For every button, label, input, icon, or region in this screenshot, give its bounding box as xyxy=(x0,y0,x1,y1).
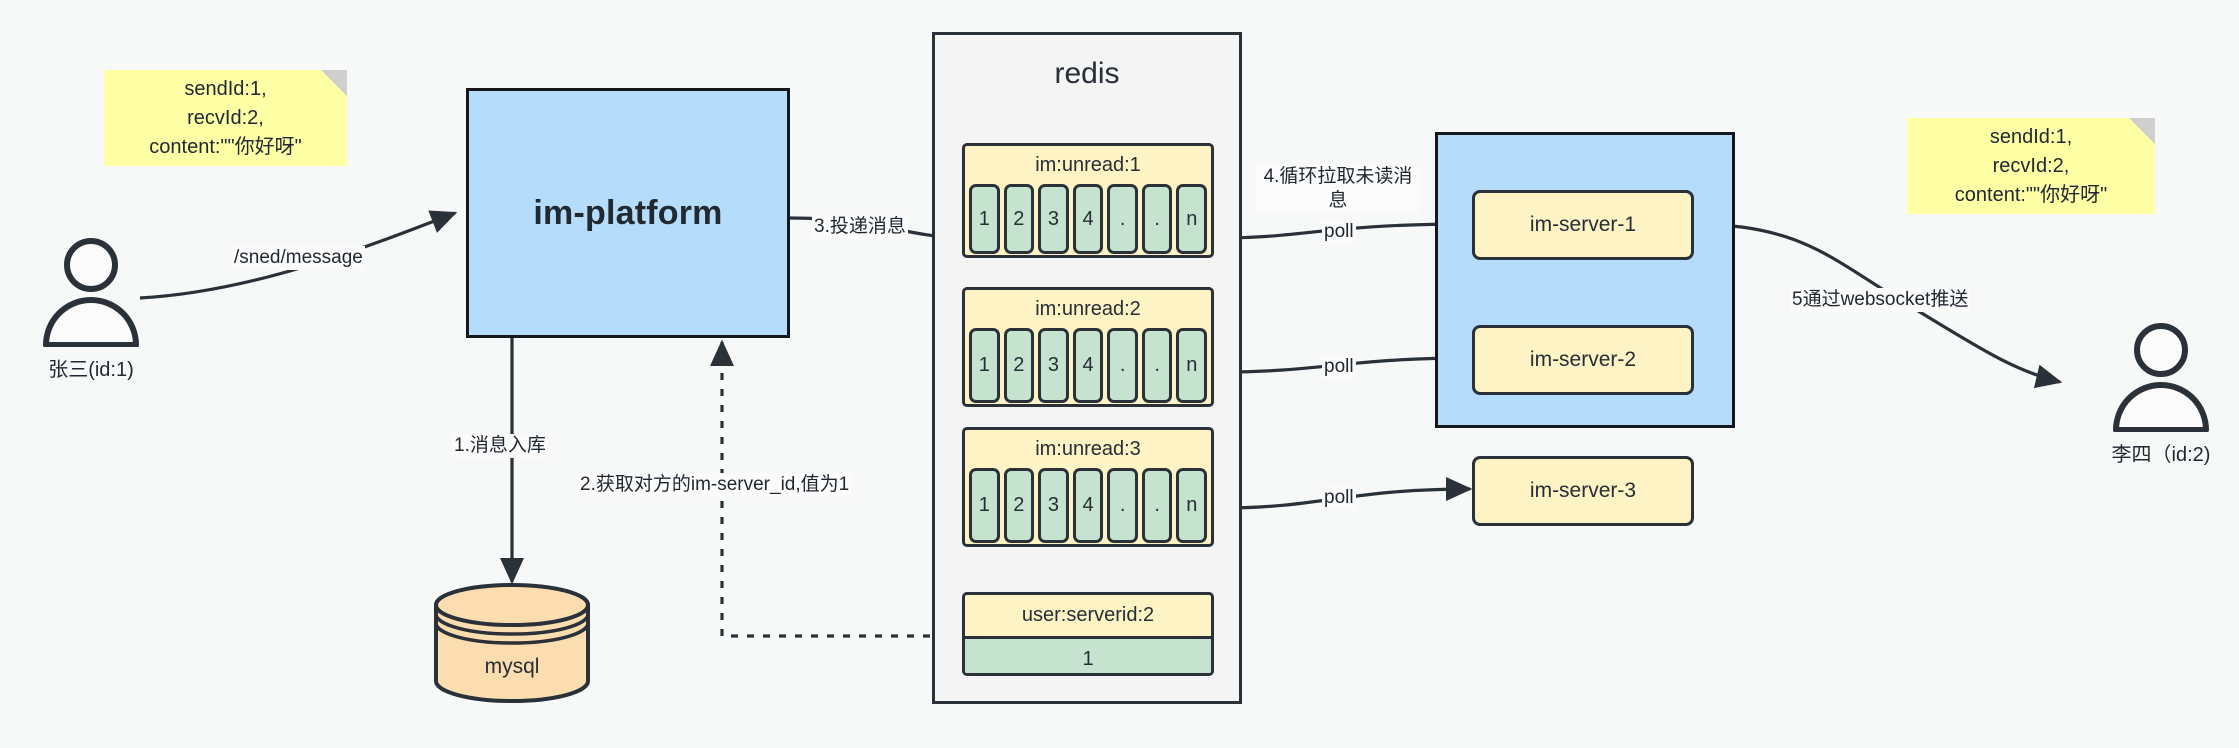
redis-key-name: im:unread:3 xyxy=(1035,438,1141,460)
cylinder-icon: mysql xyxy=(434,583,590,703)
svg-text:mysql: mysql xyxy=(485,655,540,678)
edge-label-step4: 4.循环拉取未读消息 xyxy=(1256,165,1420,213)
redis-key-name: im:unread:1 xyxy=(1035,154,1141,176)
person-icon xyxy=(2113,323,2209,432)
actor-receiver: 李四（id:2) xyxy=(2096,322,2226,467)
im-server-3-label: im-server-3 xyxy=(1529,479,1637,502)
edge-label-step2: 2.获取对方的im-server_id,值为1 xyxy=(578,473,852,497)
queue-cell: 3 xyxy=(1038,184,1069,254)
redis-key-im-unread-2[interactable]: im:unread:2 1 2 3 4 . . n xyxy=(962,287,1214,407)
sticky-note-left: sendId:1, recvId:2, content:""你好呀" xyxy=(104,70,347,166)
queue-cell: 4 xyxy=(1072,328,1104,403)
redis-key-user-serverid[interactable]: user:serverid:2 1 xyxy=(962,592,1214,676)
edge-label-step1: 1.消息入库 xyxy=(452,434,548,458)
queue-cell: 2 xyxy=(1003,328,1035,403)
queue-cell: 4 xyxy=(1072,184,1104,254)
queue-cell: 1 xyxy=(969,184,1000,254)
queue-cell: 3 xyxy=(1038,328,1069,403)
im-server-1-label: im-server-1 xyxy=(1529,213,1637,236)
redis-key-im-unread-3[interactable]: im:unread:3 1 2 3 4 . . n xyxy=(962,427,1214,547)
edge-label-step3: 3.投递消息 xyxy=(812,215,908,239)
queue-cell: n xyxy=(1176,468,1208,543)
queue-cell: . xyxy=(1141,468,1173,543)
redis-queue-cells: 1 2 3 4 . . n xyxy=(965,328,1211,404)
im-server-3[interactable]: im-server-3 xyxy=(1472,456,1694,526)
queue-cell: 2 xyxy=(1003,184,1035,254)
queue-cell: . xyxy=(1107,328,1138,403)
database-mysql[interactable]: mysql xyxy=(432,583,592,703)
queue-cell: . xyxy=(1107,468,1138,543)
queue-cell: 4 xyxy=(1072,468,1104,543)
queue-cell: 3 xyxy=(1038,468,1069,543)
sticky-note-right: sendId:1, recvId:2, content:""你好呀" xyxy=(1907,118,2155,214)
actor-receiver-caption: 李四（id:2) xyxy=(2111,444,2211,466)
queue-cell: . xyxy=(1141,184,1173,254)
redis-title: redis xyxy=(1054,57,1120,90)
note-fold-icon xyxy=(2129,118,2155,144)
edge-label-poll-1: poll xyxy=(1322,220,1356,244)
sticky-note-right-text: sendId:1, recvId:2, content:""你好呀" xyxy=(1954,125,2108,206)
queue-cell: 2 xyxy=(1003,468,1035,543)
actor-sender: 张三(id:1) xyxy=(26,237,156,382)
actor-sender-caption: 张三(id:1) xyxy=(48,359,134,381)
im-server-1[interactable]: im-server-1 xyxy=(1472,190,1694,260)
im-server-2-label: im-server-2 xyxy=(1529,348,1637,371)
service-im-platform[interactable]: im-platform xyxy=(466,88,790,338)
redis-key-name: im:unread:2 xyxy=(1035,298,1141,320)
sticky-note-left-text: sendId:1, recvId:2, content:""你好呀" xyxy=(149,77,302,158)
redis-queue-cells: 1 2 3 4 . . n xyxy=(965,184,1211,255)
redis-key-im-unread-1[interactable]: im:unread:1 1 2 3 4 . . n xyxy=(962,143,1214,258)
im-server-2[interactable]: im-server-2 xyxy=(1472,325,1694,395)
im-platform-label: im-platform xyxy=(533,193,723,232)
note-fold-icon xyxy=(321,70,347,96)
queue-cell: n xyxy=(1176,328,1208,403)
queue-cell: 1 xyxy=(969,468,1000,543)
person-icon xyxy=(43,238,139,347)
redis-key-name: user:serverid:2 xyxy=(1021,604,1155,626)
redis-queue-cells: 1 2 3 4 . . n xyxy=(965,468,1211,544)
queue-cell: . xyxy=(1107,184,1138,254)
redis-key-value: 1 xyxy=(965,636,1211,673)
queue-cell: . xyxy=(1141,328,1173,403)
queue-cell: n xyxy=(1176,184,1208,254)
edge-label-poll-2: poll xyxy=(1322,355,1356,379)
edge-label-send-message: /sned/message xyxy=(232,246,365,270)
edge-label-poll-3: poll xyxy=(1322,486,1356,510)
queue-cell: 1 xyxy=(969,328,1000,403)
edge-label-step5: 5通过websocket推送 xyxy=(1790,288,1971,312)
